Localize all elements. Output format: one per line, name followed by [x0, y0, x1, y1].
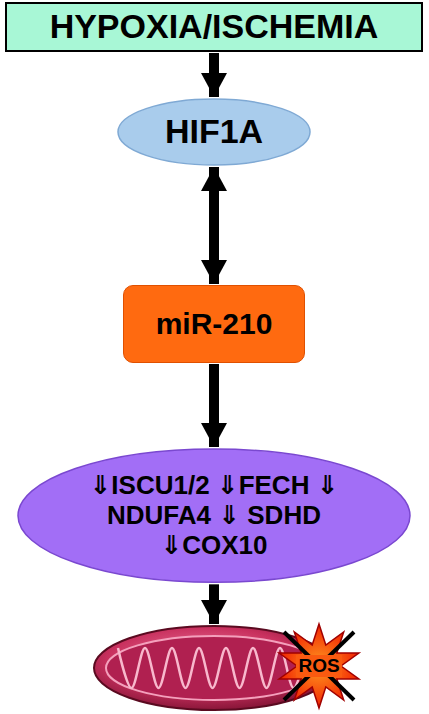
ros-label: ROS [296, 655, 341, 677]
cross-out-line [284, 632, 354, 700]
flow-arrow [209, 364, 219, 447]
flow-arrow [209, 167, 219, 284]
ros-burst [279, 624, 359, 708]
node-text: HIF1A [165, 112, 263, 151]
ellipse-shape [18, 449, 410, 582]
cristae [118, 648, 307, 688]
node-text: ⇓ISCU1/2 ⇓FECH ⇓ NDUFA4 ⇓ SDHD ⇓COX10 [83, 471, 345, 561]
factor-ellipse: HIF1A [117, 98, 311, 166]
mitochondrion-inner [106, 636, 322, 700]
arrow-to-mitochondrion [209, 584, 219, 624]
target-genes-ellipse: ⇓ISCU1/2 ⇓FECH ⇓ NDUFA4 ⇓ SDHD ⇓COX10 [17, 448, 411, 583]
node-text: HYPOXIA/ISCHEMIA [50, 7, 379, 46]
cross-out-line [284, 632, 354, 700]
microrna-box: miR-210 [123, 285, 305, 363]
flow-arrow [209, 53, 219, 97]
ros-star [279, 624, 359, 708]
condition-box: HYPOXIA/ISCHEMIA [5, 2, 423, 52]
node-text: miR-210 [156, 307, 273, 342]
ellipse-shape [118, 99, 310, 165]
